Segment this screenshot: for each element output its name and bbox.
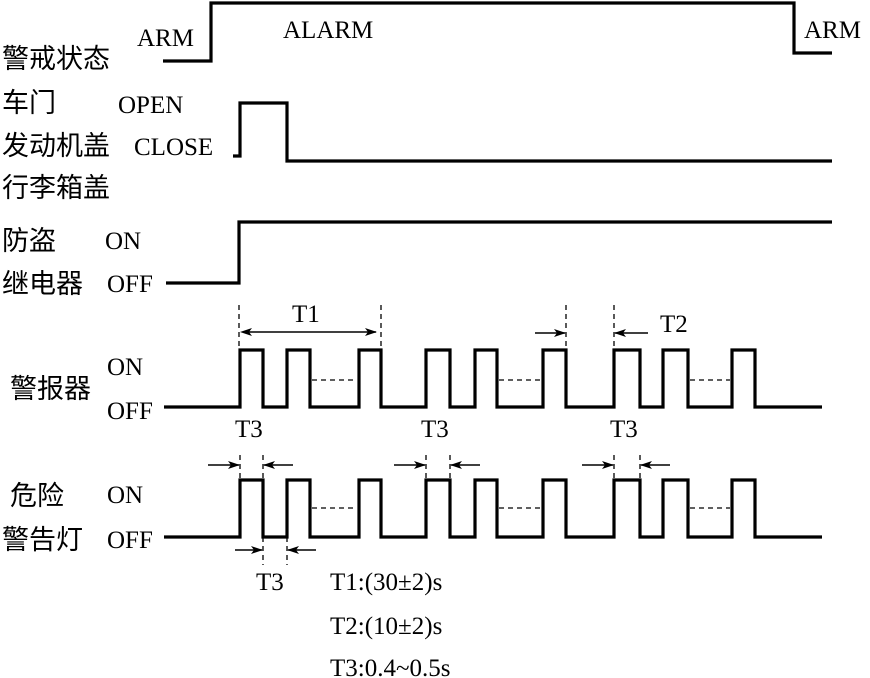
door-label: 车门 [2,88,56,119]
relay-waveform [166,220,832,285]
arm-right-label: ARM [804,17,861,44]
close-label: CLOSE [134,134,213,161]
hood-label: 发动机盖 [2,131,110,162]
arm-left-label: ARM [137,25,194,52]
trunk-label: 行李箱盖 [2,173,110,204]
alarm-state-label: 警戒状态 [2,44,110,75]
relay-label-1: 防盗 [2,226,56,257]
relay-off-label: OFF [107,271,153,298]
t1-arrow-head-left [240,328,252,336]
hazard-waveform [164,478,822,539]
hazard-on-label: ON [107,482,143,509]
t3-label-1: T3 [235,416,263,443]
t3-markers [208,455,670,565]
t2-label: T2 [660,311,688,338]
alarm-label: ALARM [283,17,373,44]
legend-t2: T2:(10±2)s [330,613,442,640]
hazard-off-label: OFF [107,527,153,554]
hazard-label-2: 警告灯 [2,525,83,556]
pulse-train [164,478,822,539]
t1-label: T1 [292,301,320,328]
pulse-train [164,348,822,409]
relay-on-label: ON [105,228,141,255]
legend-t3: T3:0.4~0.5s [330,655,450,678]
t3-label-2: T3 [421,416,449,443]
t3-label-bottom: T3 [256,569,284,596]
legend-t1: T1:(30±2)s [330,569,442,596]
t3-label-3: T3 [610,416,638,443]
alarm-state-waveform [163,1,832,63]
siren-waveform [164,348,822,409]
open-label: OPEN [118,92,183,119]
relay-label-2: 继电器 [2,269,83,300]
siren-off-label: OFF [107,398,153,425]
door-waveform [233,101,832,163]
siren-on-label: ON [107,354,143,381]
siren-label: 警报器 [10,374,91,405]
hazard-label-1: 危险 [10,481,64,512]
